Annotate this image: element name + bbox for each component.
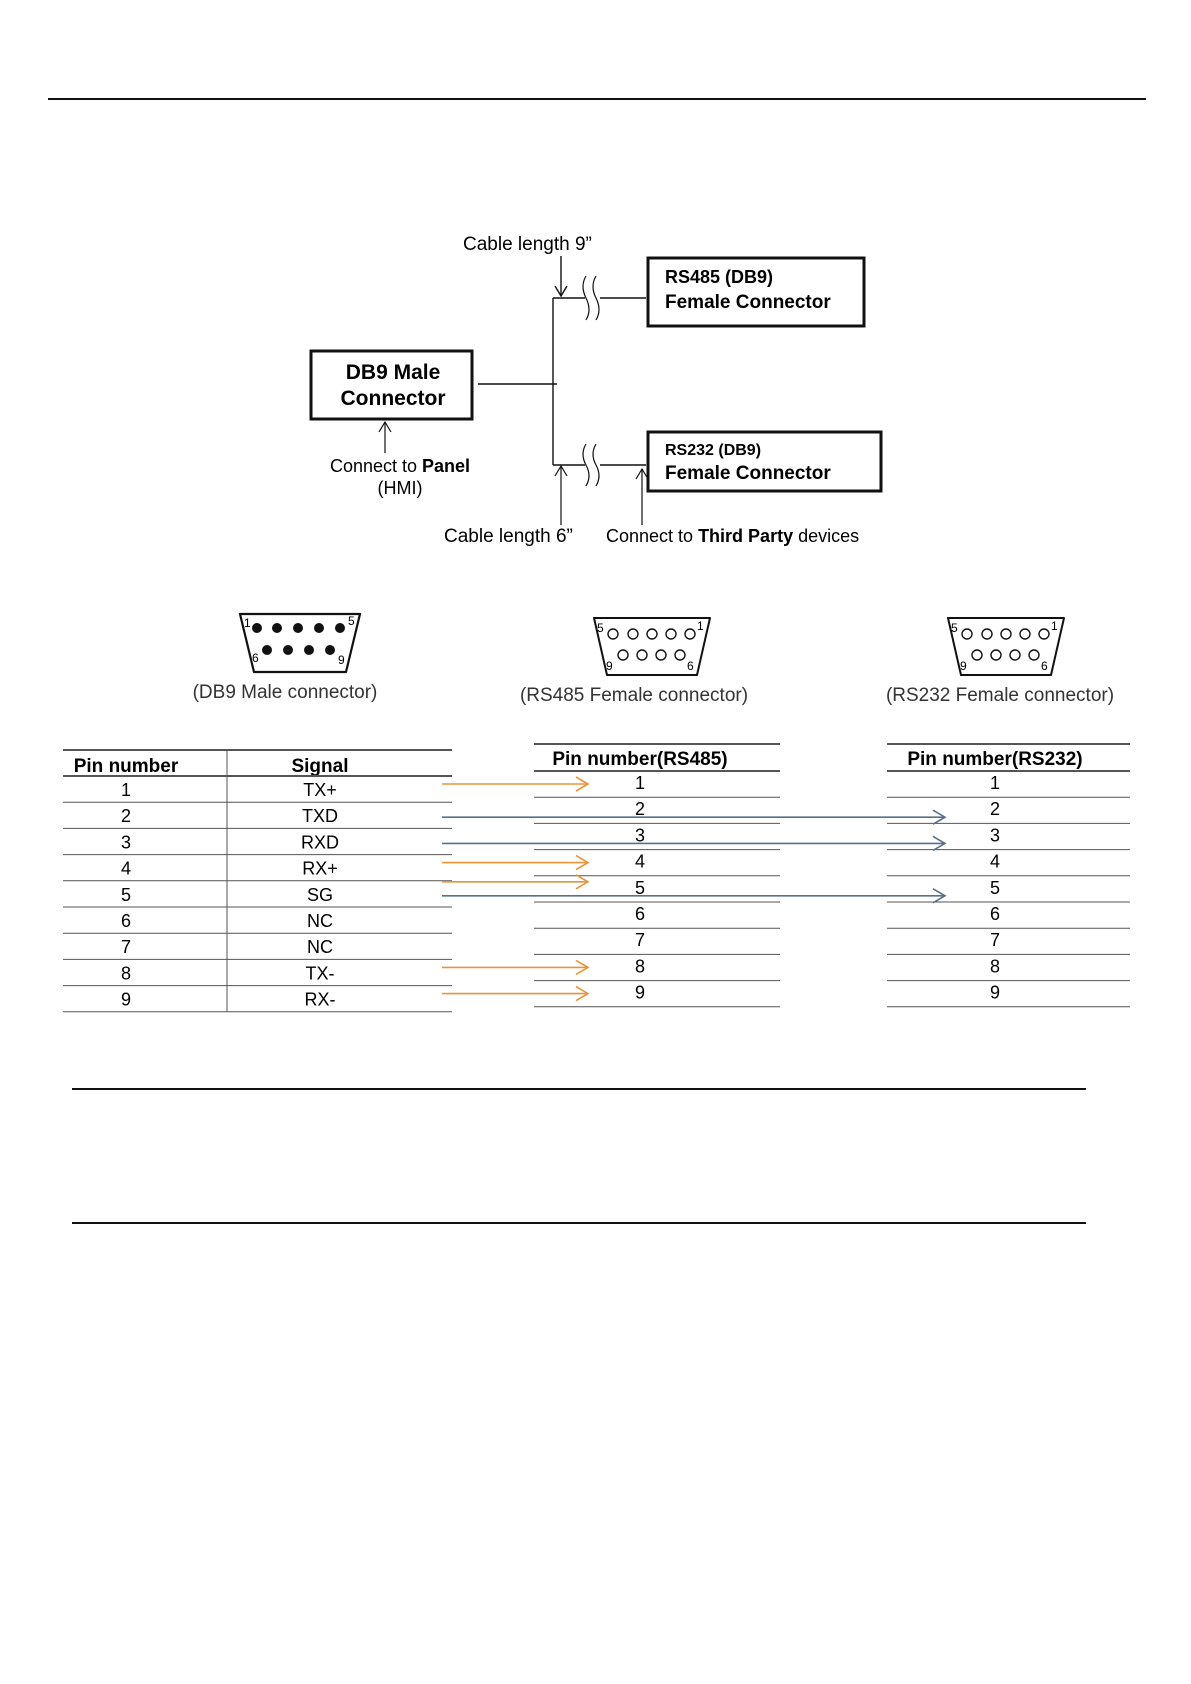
arrow-pin2-to-rs232-head <box>932 809 947 825</box>
rs232-pin-1: 1 <box>990 773 1000 793</box>
male-pin-label-1: 1 <box>244 616 251 630</box>
cable-length-bottom-label: Cable length 6” <box>444 526 573 547</box>
rs485-pin-7: 7 <box>635 930 645 950</box>
cable-length-top-label: Cable length 9” <box>463 234 592 255</box>
male-pin-label-5: 5 <box>348 614 355 628</box>
rs485-box-line1: RS485 (DB9) <box>665 267 773 287</box>
db9-male-box-line2: Connector <box>341 387 446 410</box>
rs232-pin-2: 2 <box>990 799 1000 819</box>
rs485-pin-3: 3 <box>635 825 645 845</box>
rs232-pin-label-1: 1 <box>1051 619 1058 633</box>
rs232-pin-6: 6 <box>990 904 1000 924</box>
rs232-box-line1: RS232 (DB9) <box>665 442 761 459</box>
arrow-pin1-to-rs485-head <box>575 776 590 792</box>
rs232-box-line2: Female Connector <box>665 463 831 484</box>
cable-break-bottom-icon <box>582 443 600 487</box>
left-pin-9: 9 <box>121 990 131 1010</box>
rs232-pin-7: 7 <box>990 930 1000 950</box>
arrow-pin5-to-rs485-head <box>575 874 590 890</box>
signal-3: RXD <box>301 832 339 852</box>
header-pin-number: Pin number <box>74 756 179 777</box>
rs232-female-connector-icon: 5 1 9 6 <box>947 617 1065 676</box>
rs485-pin-4: 4 <box>635 852 645 872</box>
rs485-pin-2: 2 <box>635 799 645 819</box>
rs232-pin-9: 9 <box>990 983 1000 1003</box>
top-rule <box>48 98 1146 100</box>
left-pin-1: 1 <box>121 780 131 800</box>
rs485-connector-caption: (RS485 Female connector) <box>520 685 748 706</box>
header-signal: Signal <box>291 756 348 777</box>
rs485-pin-label-1: 1 <box>697 619 704 633</box>
db9-male-box <box>309 349 474 421</box>
connector-faces: 1 5 6 9 5 1 9 6 5 1 9 6 (DB9 Male connec… <box>193 612 1114 706</box>
header-rs232-pin: Pin number(RS232) <box>907 749 1082 770</box>
rs232-connector-caption: (RS232 Female connector) <box>886 685 1114 706</box>
rs485-box <box>646 256 866 328</box>
rs232-pin-label-5: 5 <box>951 621 958 635</box>
db9-male-connector-icon: 1 5 6 9 <box>238 612 362 674</box>
section-rule-lower <box>72 1222 1086 1224</box>
male-connector-caption: (DB9 Male connector) <box>193 682 378 703</box>
db9-male-box-line1: DB9 Male <box>346 361 441 384</box>
signal-1: TX+ <box>303 780 337 800</box>
signal-5: SG <box>307 885 333 905</box>
male-pin-label-9: 9 <box>338 653 345 667</box>
rs485-pin-label-5: 5 <box>597 621 604 635</box>
arrow-pin9-to-rs485-head <box>575 985 590 1002</box>
left-pin-6: 6 <box>121 911 131 931</box>
arrow-pin4-to-rs485-head <box>575 854 590 871</box>
header-rs485-pin: Pin number(RS485) <box>552 749 727 770</box>
rs232-pin-8: 8 <box>990 956 1000 976</box>
left-pin-8: 8 <box>121 963 131 983</box>
arrow-pin8-to-rs485-head <box>575 959 590 976</box>
rs232-pin-label-9: 9 <box>960 659 967 673</box>
rs485-female-connector-icon: 5 1 9 6 <box>593 617 711 676</box>
rs485-pin-6: 6 <box>635 904 645 924</box>
connect-to-third-party-label: Connect to Third Party devices <box>606 526 859 546</box>
signal-2: TXD <box>302 806 338 826</box>
rs232-pin-label-6: 6 <box>1041 659 1048 673</box>
rs485-pin-label-6: 6 <box>687 659 694 673</box>
rs232-pin-3: 3 <box>990 825 1000 845</box>
left-pin-4: 4 <box>121 859 131 879</box>
pin-mapping-table: Pin number Signal Pin number(RS485) Pin num… <box>63 743 1130 1013</box>
rs485-box-line2: Female Connector <box>665 292 831 313</box>
rs485-pin-5: 5 <box>635 878 645 898</box>
signal-4: RX+ <box>302 859 338 879</box>
left-pin-5: 5 <box>121 885 131 905</box>
male-pin-label-6: 6 <box>252 651 259 665</box>
rs232-pin-5: 5 <box>990 878 1000 898</box>
rs232-pin-4: 4 <box>990 852 1000 872</box>
rs485-pin-label-9: 9 <box>606 659 613 673</box>
connect-to-panel-label: Connect to Panel <box>330 456 470 476</box>
cable-break-top-icon <box>582 275 600 321</box>
section-rule-upper <box>72 1088 1086 1090</box>
left-pin-3: 3 <box>121 832 131 852</box>
arrow-pin5-to-rs232-head <box>932 888 947 904</box>
signal-9: RX- <box>305 990 336 1010</box>
rs232-box <box>646 430 883 493</box>
rs485-pin-1: 1 <box>635 773 645 793</box>
rs485-pin-9: 9 <box>635 983 645 1003</box>
signal-7: NC <box>307 937 333 957</box>
connect-to-panel-hmi: (HMI) <box>378 478 423 498</box>
signal-8: TX- <box>306 963 335 983</box>
left-pin-2: 2 <box>121 806 131 826</box>
arrow-pin3-to-rs232-head <box>932 835 947 852</box>
signal-6: NC <box>307 911 333 931</box>
left-pin-7: 7 <box>121 937 131 957</box>
wiring-diagram: Cable length 9” DB9 Male Connector RS485… <box>309 234 883 547</box>
rs485-pin-8: 8 <box>635 956 645 976</box>
